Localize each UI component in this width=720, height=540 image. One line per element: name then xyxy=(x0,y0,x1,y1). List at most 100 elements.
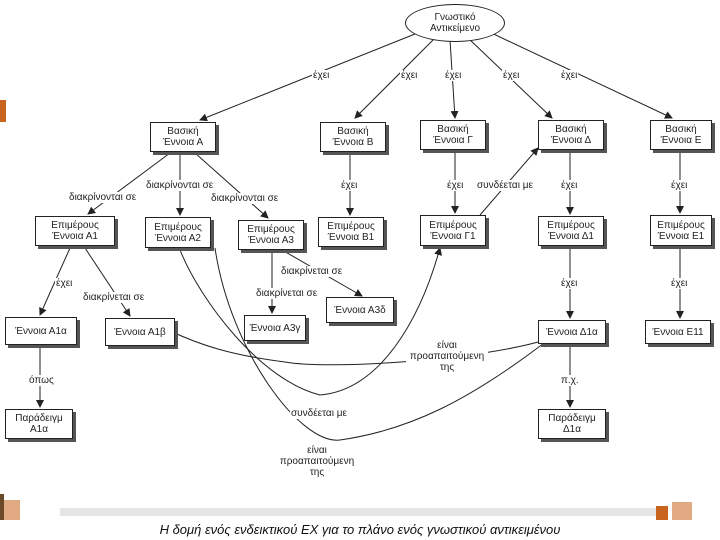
accent-bar-left-bottom xyxy=(0,494,4,520)
concept-E1-node: Επιμέρους Έννοια Ε1 xyxy=(650,215,712,246)
label-has-E11: έχει xyxy=(670,278,689,289)
edge-A-A3 xyxy=(194,152,269,219)
label-has-D1: έχει xyxy=(560,180,579,191)
concept-A1b-label: Έννοια Α1β xyxy=(114,326,166,338)
concept-B-node: Βασική Έννοια Β xyxy=(320,122,386,152)
concept-D-line2: Έννοια Δ xyxy=(550,135,592,146)
concept-A-line1: Βασική xyxy=(167,126,199,137)
label-connected-A2-G1: συνδέεται με xyxy=(290,408,348,419)
concept-A1b-node: Έννοια Α1β xyxy=(105,318,175,346)
concept-E-node: Βασική Έννοια Ε xyxy=(650,120,712,150)
concept-B-line1: Βασική xyxy=(337,126,369,137)
example-D1a-node: Παράδειγμ Δ1α xyxy=(538,409,606,439)
example-D1a-line1: Παράδειγμ xyxy=(548,413,596,424)
edge-A-A1 xyxy=(87,152,171,215)
label-has-A1a: έχει xyxy=(55,278,74,289)
concept-D1a-node: Έννοια Δ1α xyxy=(538,320,606,344)
label-prereq-A3-3: της xyxy=(309,467,325,478)
concept-B1-node: Επιμέρους Έννοια Β1 xyxy=(318,217,384,247)
root-concept-node: Γνωστικό Αντικείμενο xyxy=(405,4,505,42)
label-has-A: έχει xyxy=(312,70,331,81)
concept-G-line2: Έννοια Γ xyxy=(433,135,473,146)
label-prereq-D1a-3: της xyxy=(439,362,455,373)
concept-G-node: Βασική Έννοια Γ xyxy=(420,120,486,150)
label-differ-A3d: διακρίνεται σε xyxy=(280,266,344,277)
example-D1a-line2: Δ1α xyxy=(562,424,582,435)
label-prereq-D1a-2: προαπαιτούμενη xyxy=(409,351,485,362)
concept-D-line1: Βασική xyxy=(555,124,587,135)
edge-A3-D1a xyxy=(214,247,549,441)
concept-A3-line2: Έννοια Α3 xyxy=(248,235,294,246)
label-prereq-A3-2: προαπαιτούμενη xyxy=(279,456,355,467)
label-connected-G1-D: συνδέεται με xyxy=(476,180,534,191)
concept-G1-line1: Επιμέρους xyxy=(429,219,477,231)
edge-root-A xyxy=(199,31,421,122)
concept-B1-line1: Επιμέρους xyxy=(327,221,375,232)
concept-A3d-label: Έννοια Α3δ xyxy=(334,304,386,316)
label-has-E1: έχει xyxy=(670,180,689,191)
concept-A2-line2: Έννοια Α2 xyxy=(155,232,201,244)
example-A1a-line2: Α1α xyxy=(29,424,48,435)
concept-E-line2: Έννοια Ε xyxy=(660,135,702,146)
concept-D1-node: Επιμέρους Έννοια Δ1 xyxy=(538,216,604,246)
accent-bar-left xyxy=(0,100,6,122)
footer-bar xyxy=(60,508,660,516)
concept-D-node: Βασική Έννοια Δ xyxy=(538,120,604,150)
label-has-E: έχει xyxy=(560,70,579,81)
label-has-B1: έχει xyxy=(340,180,359,191)
label-has-G: έχει xyxy=(444,70,463,81)
concept-D1-line2: Έννοια Δ1 xyxy=(548,231,594,242)
example-A1a-line1: Παράδειγμ xyxy=(15,413,63,424)
concept-A1-line2: Έννοια Α1 xyxy=(52,231,98,242)
concept-A3d-node: Έννοια Α3δ xyxy=(326,297,394,323)
concept-B1-line2: Έννοια Β1 xyxy=(327,232,375,243)
label-differ-A3: διακρίνονται σε xyxy=(210,193,280,204)
concept-A3-node: Επιμέρους Έννοια Α3 xyxy=(238,220,304,250)
concept-A1a-label: Έννοια Α1α xyxy=(15,325,67,337)
concept-A3-line1: Επιμέρους xyxy=(247,224,295,235)
figure-caption: Η δομή ενός ενδεικτικού ΕΧ για το πλάνο … xyxy=(159,522,561,537)
label-prereq-D1a: είναι προαπαιτούμενη της xyxy=(406,340,488,373)
concept-G1-node: Επιμέρους Έννοια Γ1 xyxy=(420,215,486,246)
concept-A3c-node: Έννοια Α3γ xyxy=(244,315,306,341)
edge-A1-A1b xyxy=(84,247,131,317)
label-prereq-A3: είναι προαπαιτούμενη της xyxy=(276,445,358,478)
label-prereq-D1a-1: είναι xyxy=(437,340,457,351)
concept-E1-line1: Επιμέρους xyxy=(657,219,705,231)
label-like: όπως xyxy=(28,375,55,386)
concept-A3c-label: Έννοια Α3γ xyxy=(249,322,301,334)
example-A1a-node: Παράδειγμ Α1α xyxy=(5,409,73,439)
label-has-B: έχει xyxy=(400,70,419,81)
label-has-D: έχει xyxy=(502,70,521,81)
root-line2: Αντικείμενο xyxy=(429,23,481,34)
accent-square-right-2 xyxy=(672,502,692,520)
concept-E1-line2: Έννοια Ε1 xyxy=(657,230,705,242)
concept-A2-line1: Επιμέρους xyxy=(154,221,202,233)
label-eg: π.χ. xyxy=(560,375,580,386)
accent-square-right-1 xyxy=(656,506,668,520)
concept-B-line2: Έννοια Β xyxy=(332,137,374,148)
concept-E-line1: Βασική xyxy=(665,124,697,135)
concept-A-line2: Έννοια Α xyxy=(162,137,204,148)
concept-A2-node: Επιμέρους Έννοια Α2 xyxy=(145,217,211,248)
concept-E11-node: Έννοια Ε11 xyxy=(645,320,711,344)
root-line1: Γνωστικό xyxy=(434,12,476,23)
label-differ-A1b: διακρίνεται σε xyxy=(82,292,146,303)
concept-A1a-node: Έννοια Α1α xyxy=(5,317,77,345)
edge-A2-G1 xyxy=(179,247,442,396)
label-prereq-A3-1: είναι xyxy=(307,445,327,456)
concept-A1-line1: Επιμέρους xyxy=(51,220,99,231)
label-differ-A1: διακρίνονται σε xyxy=(68,192,138,203)
label-has-D1a: έχει xyxy=(560,278,579,289)
accent-square-left-bottom xyxy=(4,500,20,520)
edge-D1a-A1b xyxy=(167,329,546,366)
edge-root-B xyxy=(354,37,436,119)
label-has-G1: έχει xyxy=(446,180,465,191)
concept-A1-node: Επιμέρους Έννοια Α1 xyxy=(35,216,115,246)
edge-root-E xyxy=(484,29,673,119)
label-differ-A2: διακρίνονται σε xyxy=(145,180,215,191)
concept-A-node: Βασική Έννοια Α xyxy=(150,122,216,152)
concept-E11-label: Έννοια Ε11 xyxy=(652,326,704,338)
